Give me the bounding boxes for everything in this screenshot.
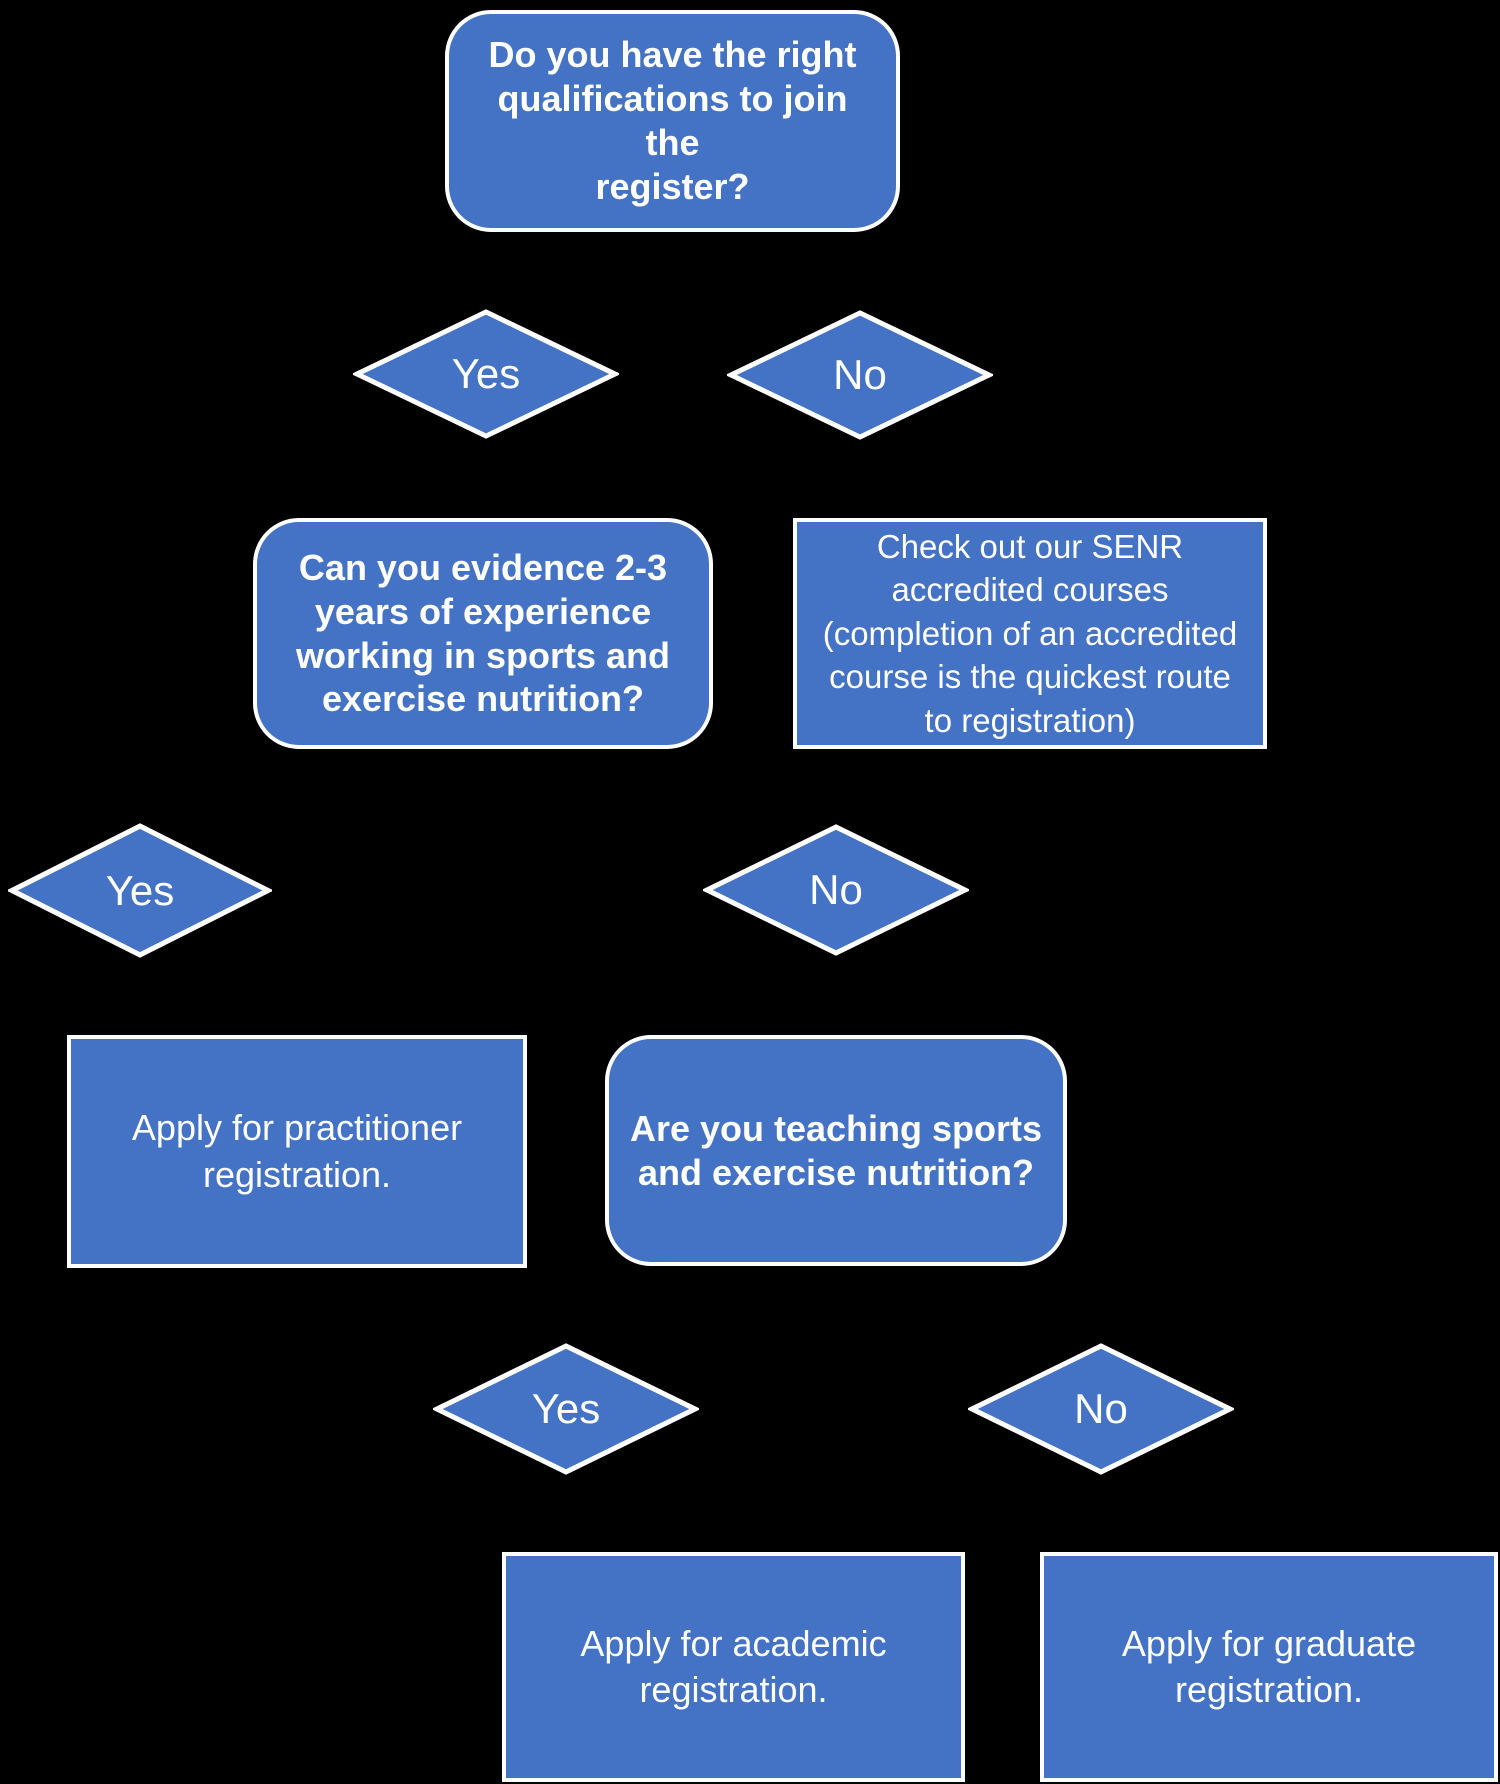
node-question-right-qualifications: Do you have the right qualifications to … [445, 10, 900, 232]
decision-label: No [809, 866, 863, 913]
diamond-shape [433, 1343, 699, 1475]
diamond-shape [353, 309, 619, 439]
diamond-shape [703, 824, 969, 956]
decision-label: Yes [105, 866, 175, 914]
node-label: Check out our SENR accredited courses (c… [822, 527, 1238, 739]
decision-no-teaching: No [968, 1342, 1234, 1476]
decision-label: Yes [451, 350, 521, 397]
node-apply-academic-registration: Apply for academic registration. [502, 1552, 965, 1782]
diamond-shape [727, 310, 993, 440]
node-label: Apply for graduate registration. [1121, 1622, 1417, 1710]
node-senr-accredited-courses: Check out our SENR accredited courses (c… [793, 518, 1267, 749]
decision-yes-qualifications: Yes [353, 308, 619, 440]
decision-yes-teaching: Yes [433, 1342, 699, 1476]
diamond-shape [968, 1343, 1234, 1475]
decision-no-experience: No [703, 823, 969, 957]
node-label: Apply for academic registration. [580, 1622, 887, 1710]
decision-label: No [1074, 1385, 1128, 1432]
decision-label: No [833, 351, 887, 398]
node-question-teaching-nutrition: Are you teaching sports and exercise nut… [605, 1035, 1067, 1266]
node-label: Are you teaching sports and exercise nut… [629, 1107, 1043, 1193]
node-apply-practitioner-registration: Apply for practitioner registration. [67, 1035, 527, 1268]
node-apply-graduate-registration: Apply for graduate registration. [1040, 1552, 1498, 1782]
diamond-shape [8, 823, 272, 958]
decision-no-qualifications: No [727, 309, 993, 441]
decision-label: Yes [531, 1385, 601, 1432]
node-label: Do you have the right qualifications to … [488, 34, 857, 207]
decision-yes-experience: Yes [8, 822, 272, 959]
node-label: Apply for practitioner registration. [131, 1107, 463, 1195]
node-label: Can you evidence 2-3 years of experience… [295, 546, 671, 720]
node-question-evidence-experience: Can you evidence 2-3 years of experience… [253, 518, 713, 749]
